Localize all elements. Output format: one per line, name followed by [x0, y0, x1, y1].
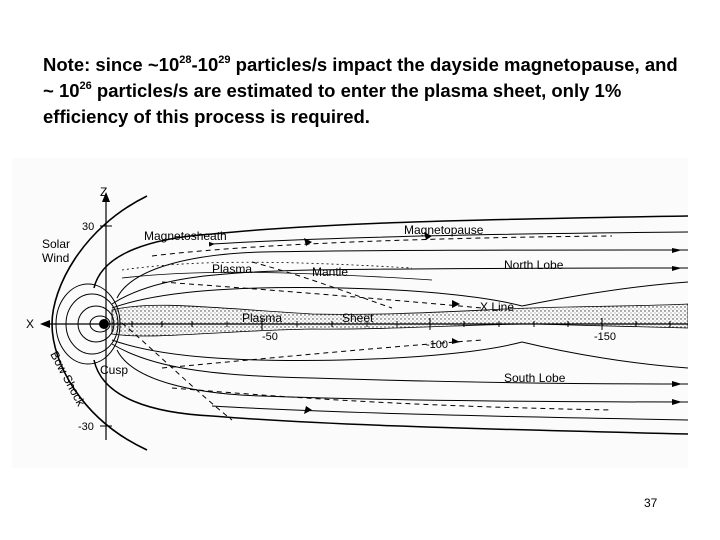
magnetosheath-label: Magnetosheath [144, 229, 227, 243]
field-line [111, 287, 523, 309]
field-line [211, 405, 688, 421]
note-part4: particles/s are estimated to enter the p… [43, 80, 622, 127]
field-line [111, 339, 523, 361]
field-line [116, 249, 688, 299]
note-exp3: 26 [79, 79, 92, 92]
z-axis-label: Z [100, 185, 107, 199]
south-lobe-label: South Lobe [504, 371, 566, 385]
x-tick-minus150: -150 [594, 331, 616, 343]
field-line [521, 281, 688, 307]
z-axis-arrow-icon [102, 192, 110, 202]
note-exp2: 29 [218, 53, 231, 66]
field-line [208, 231, 688, 247]
z-tick-bottom: -30 [78, 421, 94, 433]
solar-wind-label: Solar [42, 237, 70, 251]
plasma-mantle-label-2: Mantle [312, 265, 348, 279]
field-line [111, 343, 688, 385]
x-axis-label: X [26, 317, 34, 331]
plasma-sheet-region [111, 303, 688, 337]
earth-dipole [55, 283, 121, 365]
cusp-label: Cusp [100, 363, 128, 377]
x-axis-arrow-icon [40, 320, 50, 328]
field-line [116, 349, 688, 403]
note-part1: Note: since ~10 [43, 54, 180, 75]
x-line-label: X Line [480, 300, 514, 314]
bow-shock-label: Bow Shock [47, 349, 88, 409]
solar-wind-label-2: Wind [42, 251, 69, 265]
magnetopause-label: Magnetopause [404, 223, 484, 237]
x-tick-minus100: -100 [426, 339, 448, 351]
note-text: Note: since ~1028-1029 particles/s impac… [43, 52, 693, 130]
magnetosphere-svg: 30 -30 -50 -100 -150 Z X Solar Wind Magn… [26, 185, 688, 451]
plasma-sheet-label: Plasma [242, 311, 282, 325]
magnetopause-upper [93, 215, 688, 289]
page-number: 37 [644, 496, 658, 510]
bow-shock-curve [51, 195, 148, 451]
field-line [111, 267, 688, 305]
plasma-sheet-label-2: Sheet [342, 311, 374, 325]
field-line [521, 341, 688, 369]
earth-icon [99, 319, 109, 329]
x-tick-minus50: -50 [262, 331, 278, 343]
note-exp1: 28 [179, 53, 192, 66]
magnetopause-lower [93, 359, 688, 435]
note-part2: -10 [191, 54, 219, 75]
north-lobe-label: North Lobe [504, 258, 564, 272]
note-part3: particles/s impact the dayside magnetopa… [43, 54, 678, 101]
plasma-mantle-label: Plasma [212, 262, 252, 276]
z-tick-top: 30 [82, 221, 94, 233]
magnetosphere-diagram: 30 -30 -50 -100 -150 Z X Solar Wind Magn… [12, 158, 688, 468]
